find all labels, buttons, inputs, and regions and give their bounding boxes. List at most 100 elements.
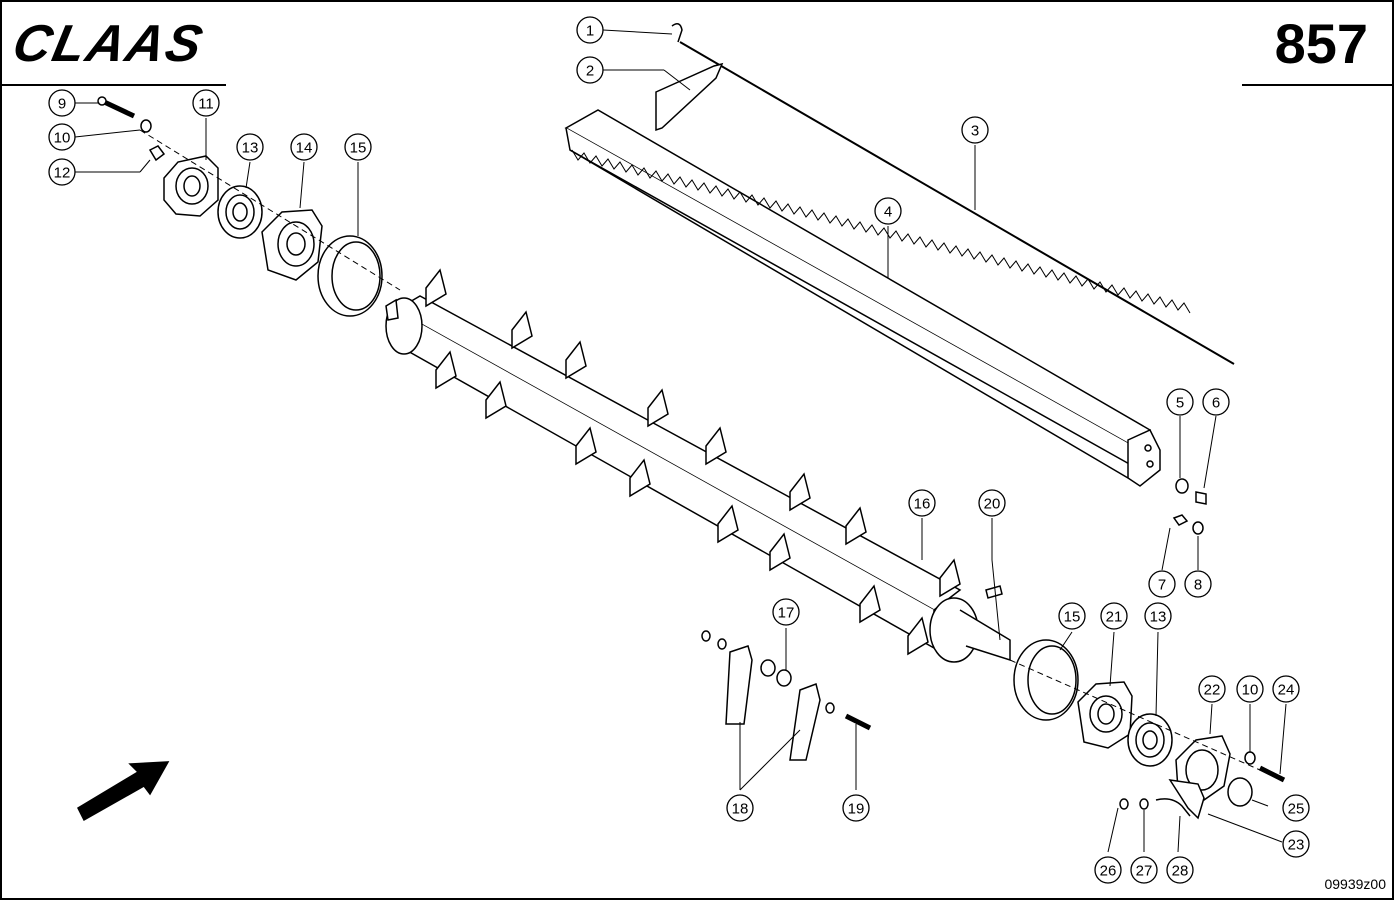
callout-22 <box>1198 675 1226 703</box>
part-washer-right <box>1244 751 1256 765</box>
callout-label-17: 17 <box>778 605 795 622</box>
part-nut-17b <box>776 669 792 687</box>
callout-label-20: 20 <box>984 496 1001 513</box>
callout-15a <box>344 133 372 161</box>
part-bolt-19 <box>844 713 872 731</box>
callout-label-2: 2 <box>586 63 594 80</box>
part-blade-a <box>725 645 753 725</box>
callout-label-8: 8 <box>1194 577 1202 594</box>
part-seal <box>1227 777 1253 807</box>
part-bolt-left <box>97 96 136 119</box>
callout-26 <box>1094 856 1122 884</box>
part-blade-b <box>789 683 821 761</box>
callout-27 <box>1130 856 1158 884</box>
part-washer-small-b <box>825 702 835 714</box>
callout-label-25: 25 <box>1288 801 1305 818</box>
callout-label-11: 11 <box>198 96 214 113</box>
callout-24 <box>1272 675 1300 703</box>
part-grease-nipple-left <box>148 145 166 162</box>
callout-20 <box>978 489 1006 517</box>
callout-label-22: 22 <box>1204 682 1221 699</box>
callout-label-13b: 13 <box>1150 609 1167 626</box>
callout-label-13a: 13 <box>242 140 259 157</box>
callout-label-10a: 10 <box>54 130 71 147</box>
callout-label-21: 21 <box>1106 609 1123 626</box>
page-number: 857 <box>1274 12 1368 75</box>
part-bolt-6 <box>1195 491 1207 505</box>
part-nut-small-a <box>701 630 711 642</box>
callout-15b <box>1058 602 1086 630</box>
part-serrated-bar <box>564 109 1191 487</box>
callout-label-7: 7 <box>1158 577 1166 594</box>
part-rod <box>679 41 1235 365</box>
callout-1 <box>576 16 604 44</box>
callout-label-18: 18 <box>732 801 749 818</box>
part-bracket <box>655 62 724 132</box>
callout-7 <box>1148 570 1176 598</box>
callout-28 <box>1166 856 1194 884</box>
part-bolt-right <box>1258 765 1286 783</box>
part-washer-8 <box>1192 521 1204 535</box>
callout-19 <box>842 794 870 822</box>
drawing-id: 09939z00 <box>1324 876 1386 892</box>
part-flange-left <box>163 155 219 217</box>
callout-25 <box>1282 794 1310 822</box>
callout-13a <box>236 133 264 161</box>
part-ring-right <box>1013 639 1079 721</box>
callout-4 <box>874 197 902 225</box>
callout-17 <box>772 598 800 626</box>
callout-label-4: 4 <box>884 204 892 221</box>
callout-10b <box>1236 675 1264 703</box>
part-washer-small-a <box>717 638 727 650</box>
part-bearing-left <box>217 185 263 239</box>
callout-label-5: 5 <box>1176 395 1184 412</box>
part-washer-5 <box>1175 478 1189 494</box>
callout-label-14: 14 <box>296 140 313 157</box>
callout-label-1: 1 <box>586 23 594 40</box>
callout-9 <box>48 89 76 117</box>
callout-5 <box>1166 388 1194 416</box>
callout-label-12: 12 <box>54 165 71 182</box>
part-nipple-27 <box>1139 798 1149 810</box>
callout-label-24: 24 <box>1278 682 1295 699</box>
part-bearing-right <box>1127 713 1173 767</box>
callout-label-15b: 15 <box>1064 609 1081 626</box>
callout-label-6: 6 <box>1212 395 1220 412</box>
part-washer-left <box>140 119 152 133</box>
callout-label-27: 27 <box>1136 863 1153 880</box>
callout-label-3: 3 <box>971 123 979 140</box>
callout-21 <box>1100 602 1128 630</box>
callout-3 <box>961 116 989 144</box>
callout-23 <box>1282 830 1310 858</box>
callout-6 <box>1202 388 1230 416</box>
callout-14 <box>290 133 318 161</box>
callout-label-19: 19 <box>848 801 865 818</box>
callout-18 <box>726 794 754 822</box>
callout-label-16: 16 <box>914 496 931 513</box>
callout-2 <box>576 56 604 84</box>
callout-label-15a: 15 <box>350 140 367 157</box>
part-flange-right <box>1077 681 1133 749</box>
part-line-28 <box>1155 798 1191 817</box>
callout-label-28: 28 <box>1172 863 1189 880</box>
callout-label-9: 9 <box>58 96 66 113</box>
callout-label-26: 26 <box>1100 863 1117 880</box>
header-rule-left <box>0 84 226 86</box>
part-ring-left <box>317 235 383 317</box>
callout-13b <box>1144 602 1172 630</box>
callout-8 <box>1184 570 1212 598</box>
part-key <box>985 585 1003 599</box>
callout-11 <box>192 89 220 117</box>
header-rule-right <box>1242 84 1394 86</box>
part-housing-left <box>261 209 323 281</box>
part-lever <box>1168 779 1205 820</box>
callout-12 <box>48 158 76 186</box>
part-pin <box>671 23 683 43</box>
direction-arrow-icon <box>77 761 170 822</box>
callout-label-23: 23 <box>1288 837 1305 854</box>
part-nut-7 <box>1172 514 1189 526</box>
callout-label-10b: 10 <box>1242 682 1259 699</box>
callout-10a <box>48 123 76 151</box>
